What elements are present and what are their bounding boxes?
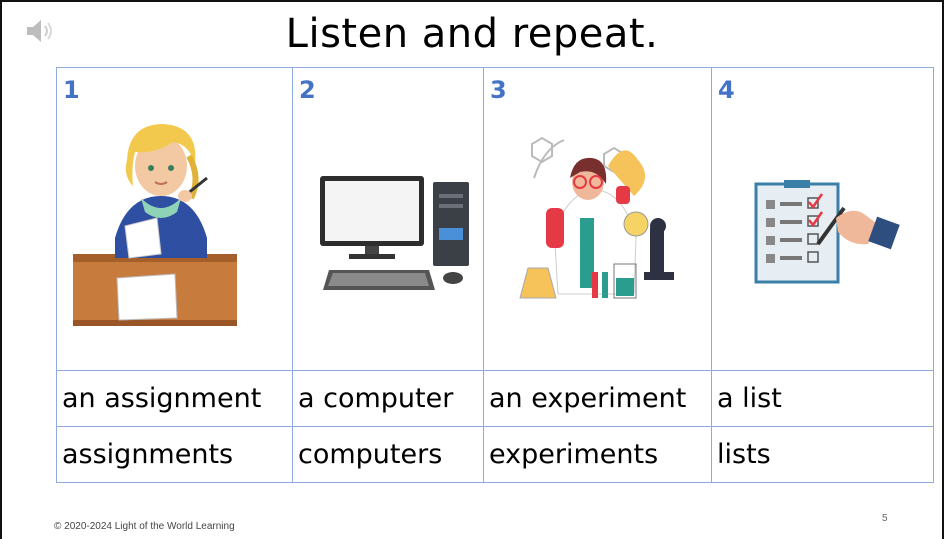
card-image-cell: 4 bbox=[711, 67, 934, 371]
singular-label: an assignment bbox=[56, 370, 293, 427]
card-number: 2 bbox=[299, 76, 316, 104]
singular-label: an experiment bbox=[483, 370, 712, 427]
card-number: 1 bbox=[63, 76, 80, 104]
card-image-cell: 2 bbox=[292, 67, 484, 371]
plural-label: assignments bbox=[56, 426, 293, 483]
singular-label: a list bbox=[711, 370, 934, 427]
scientist-illustration bbox=[519, 136, 674, 299]
vocabulary-grid: 1 bbox=[56, 67, 934, 483]
image-row: 1 bbox=[56, 67, 934, 371]
singular-label: a computer bbox=[292, 370, 484, 427]
card-image-cell: 3 bbox=[483, 67, 712, 371]
plural-label: lists bbox=[711, 426, 934, 483]
plural-row: assignments computers experiments lists bbox=[56, 426, 934, 483]
plural-label: computers bbox=[292, 426, 484, 483]
copyright-footer: © 2020-2024 Light of the World Learning bbox=[54, 521, 235, 532]
card-number: 3 bbox=[490, 76, 507, 104]
plural-label: experiments bbox=[483, 426, 712, 483]
speaker-icon[interactable] bbox=[24, 16, 58, 46]
singular-row: an assignment a computer an experiment a… bbox=[56, 370, 934, 427]
page-number: 5 bbox=[882, 513, 888, 524]
card-number: 4 bbox=[718, 76, 735, 104]
girl-writing-illustration bbox=[73, 124, 237, 326]
slide-title: Listen and repeat. bbox=[285, 11, 659, 57]
computer-illustration bbox=[320, 176, 469, 290]
checklist-illustration bbox=[754, 180, 900, 284]
card-image-cell: 1 bbox=[56, 67, 293, 371]
